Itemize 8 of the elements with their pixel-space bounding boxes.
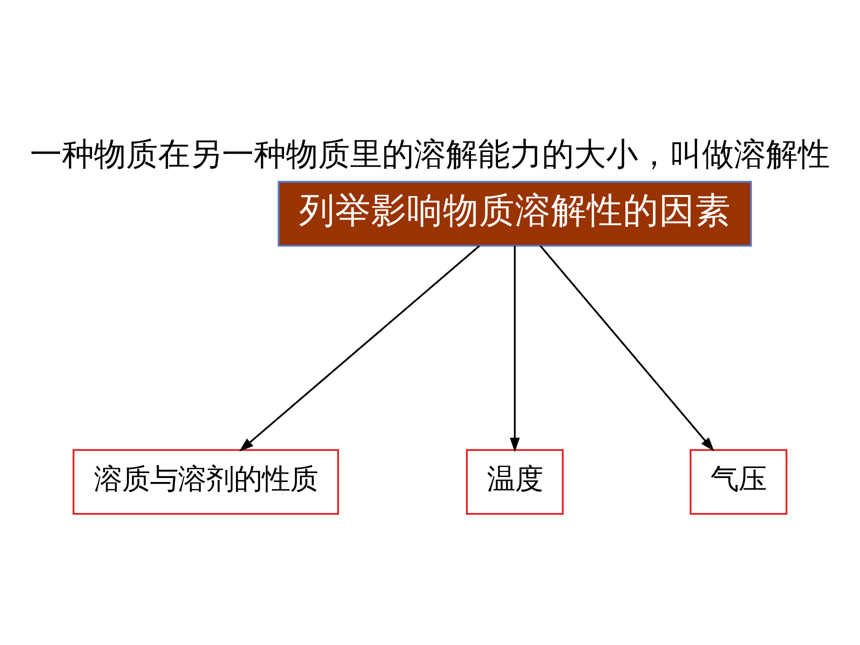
- arrow: [239, 244, 480, 451]
- arrow: [510, 245, 520, 452]
- node-box: 列举影响物质溶解性的因素: [278, 180, 752, 246]
- node-box: 气压: [690, 448, 788, 514]
- node-box: 溶质与溶剂的性质: [72, 448, 339, 514]
- node-box: 温度: [466, 448, 564, 514]
- arrow: [540, 244, 714, 451]
- diagram-title: 一种物质在另一种物质里的溶解能力的大小，叫做溶解性: [30, 134, 830, 172]
